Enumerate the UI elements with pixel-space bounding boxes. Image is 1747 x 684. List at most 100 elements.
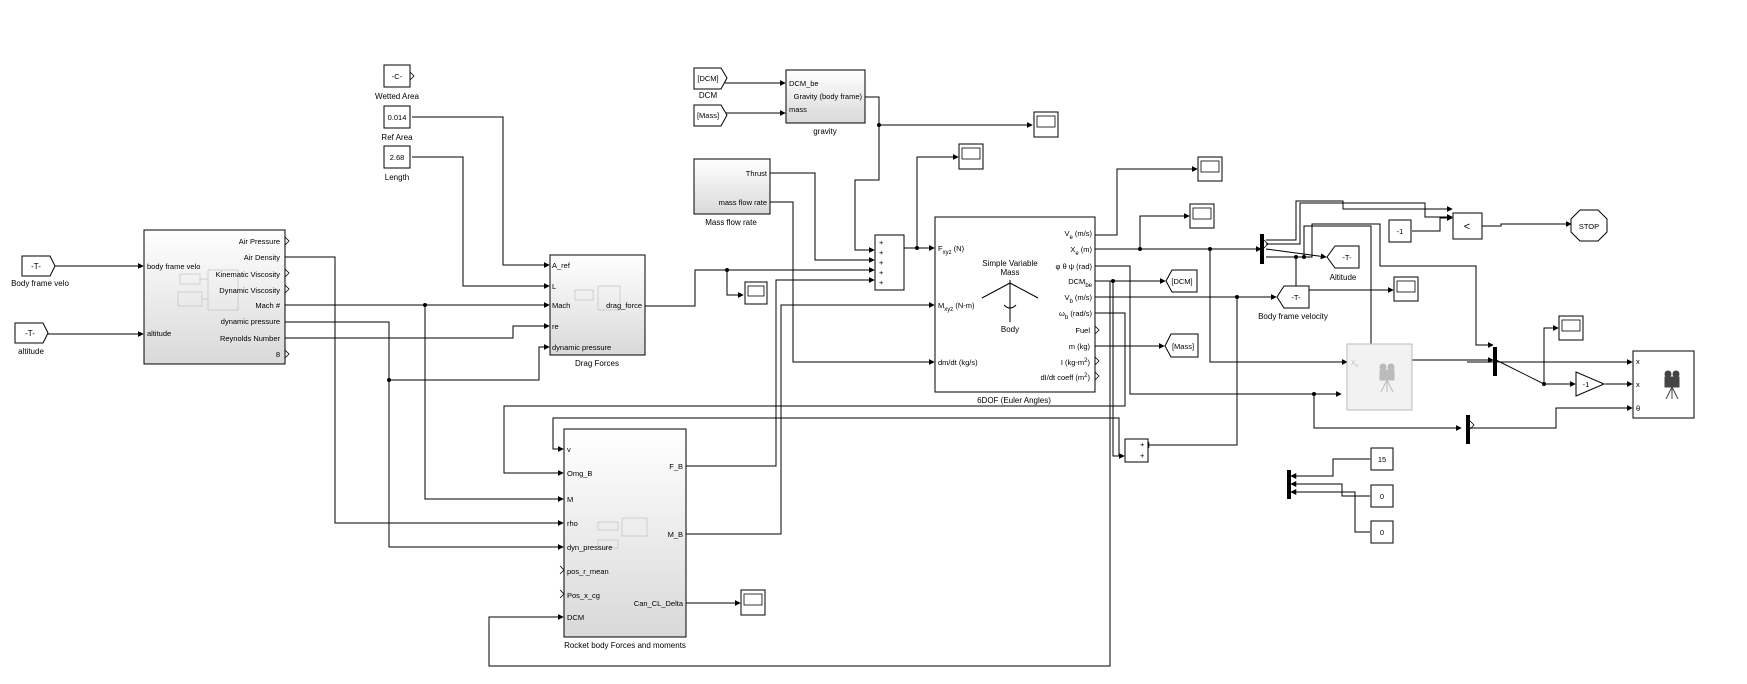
sum2-sign-0: + <box>1140 440 1145 449</box>
drag-forces-subsystem[interactable]: A_ref L Mach re dynamic pressure drag_fo… <box>549 254 646 368</box>
mass-flow-rate-subsystem[interactable]: Thrust mass flow rate Mass flow rate <box>693 158 771 227</box>
sixdof-center-1: Simple Variable <box>982 259 1038 268</box>
sixdof-center-2: Mass <box>1000 268 1019 277</box>
dcm-from-caption: DCM <box>699 91 718 100</box>
sum2-sign-1: + <box>1140 451 1145 460</box>
sixdof-out-1: Xe (m) <box>1070 245 1092 257</box>
goto-body-frame-velocity[interactable]: -T- Body frame velocity <box>1258 285 1328 321</box>
rocket-in-5: pos_r_mean <box>567 567 609 576</box>
atmosphere-subsystem[interactable]: body frame velo altitude Air Pressure Ai… <box>143 229 290 365</box>
scope-xe[interactable] <box>1189 203 1215 229</box>
scope-ve[interactable] <box>1197 156 1223 182</box>
scope-gravity[interactable] <box>1033 111 1059 138</box>
rocket-caption: Rocket body Forces and moments <box>564 641 686 650</box>
sum-sign-3: + <box>879 268 884 277</box>
from-block-mass[interactable]: [Mass] <box>693 104 728 127</box>
atmos-out-2: Kinematic Viscosity <box>216 270 281 279</box>
scope-rocket[interactable] <box>740 589 766 616</box>
goto-altitude-text: -T- <box>1342 253 1352 262</box>
atmos-out-6: Reynolds Number <box>220 334 281 343</box>
goto-mass[interactable]: [Mass] <box>1164 333 1199 358</box>
subsystem-preview-icon <box>177 269 239 311</box>
wetted-area-caption: Wetted Area <box>375 92 419 101</box>
gain-block[interactable]: -1 <box>1575 371 1606 397</box>
atmos-out-3: Dynamic Viscosity <box>219 286 280 295</box>
drag-out: drag_force <box>606 301 642 310</box>
mux-gain[interactable] <box>1493 347 1497 376</box>
drag-in-1: L <box>552 282 556 291</box>
const0b-text: 0 <box>1380 528 1384 537</box>
scope-drag[interactable] <box>744 281 768 305</box>
scope-sum[interactable] <box>958 143 984 170</box>
gravity-subsystem[interactable]: DCM_be Gravity (body frame) mass gravity <box>785 69 866 136</box>
atmos-out-7: 8 <box>276 350 280 359</box>
mux-theta[interactable] <box>1466 415 1475 444</box>
sum-block[interactable]: + + + + + <box>874 234 905 291</box>
scope-altitude[interactable] <box>1393 276 1419 302</box>
const0a-text: 0 <box>1380 492 1384 501</box>
rocket-in-1: Omg_B <box>567 469 592 478</box>
sum-sign-4: + <box>879 278 884 287</box>
const15-text: 15 <box>1378 455 1386 464</box>
ref-area-constant[interactable]: 0.014 Ref Area <box>381 105 413 142</box>
const-m1-text: -1 <box>1397 227 1404 236</box>
goto-dcm[interactable]: [DCM] <box>1165 269 1198 293</box>
animation-block[interactable]: x x θ <box>1632 350 1695 419</box>
sixdof-out-4: Vb (m/s) <box>1064 293 1092 305</box>
from-body-vel-caption: Body frame velo <box>11 279 69 288</box>
anim-lbl-3: θ <box>1636 404 1640 413</box>
rocket-out-0: F_B <box>669 462 683 471</box>
vis-port-x: Xe <box>1351 360 1359 369</box>
gain-text: -1 <box>1583 380 1590 389</box>
wetted-area-constant[interactable]: -C- Wetted Area <box>375 64 419 101</box>
rocket-in-3: rho <box>567 519 578 528</box>
rocket-in-4: dyn_pressure <box>567 543 612 552</box>
body-axes-icon <box>981 280 1039 322</box>
mass-flow-out-1: Thrust <box>746 169 768 178</box>
subsystem-preview-icon <box>597 517 648 549</box>
anim-lbl-2: x <box>1636 380 1640 389</box>
goto-altitude[interactable]: -T- Altitude <box>1326 245 1360 282</box>
stop-block[interactable]: STOP <box>1570 209 1608 242</box>
constant-15[interactable]: 15 <box>1370 447 1394 471</box>
drag-caption: Drag Forces <box>575 359 619 368</box>
demux-xe[interactable] <box>1260 234 1269 264</box>
anim-lbl-1: x <box>1636 357 1640 366</box>
flight-visualization-block[interactable]: Xe <box>1346 343 1413 411</box>
sixdof-caption: 6DOF (Euler Angles) <box>977 396 1051 405</box>
rocket-in-7: DCM <box>567 613 584 622</box>
sixdof-out-2: φ θ ψ (rad) <box>1056 262 1093 271</box>
rocket-out-2: Can_CL_Delta <box>634 599 684 608</box>
rocket-body-forces-subsystem[interactable]: v Omg_B M rho dyn_pressure pos_r_mean Po… <box>559 428 687 650</box>
mux-constants[interactable] <box>1287 470 1291 499</box>
sixdof-euler-block[interactable]: Fxyz (N) Mxyz (N-m) dm/dt (kg/s) Ve (m/s… <box>934 216 1100 405</box>
camera-icon <box>1379 363 1395 393</box>
goto-dcm-text: [DCM] <box>1171 277 1192 286</box>
sixdof-out-7: m (kg) <box>1069 342 1091 351</box>
wetted-area-text: -C- <box>392 72 403 81</box>
camera-icon <box>1664 370 1680 400</box>
sixdof-in-1: Fxyz (N) <box>938 244 965 256</box>
sixdof-out-3: DCMbe <box>1068 277 1092 289</box>
drag-in-3: re <box>552 322 559 331</box>
rocket-in-0: v <box>567 445 571 454</box>
drag-in-2: Mach <box>552 301 570 310</box>
constant-0-a[interactable]: 0 <box>1370 484 1394 508</box>
sixdof-out-8: I (kg-m2) <box>1061 358 1091 367</box>
from-block-body-vel[interactable]: -T- Body frame velo <box>11 255 69 288</box>
atmos-out-1: Air Density <box>244 253 281 262</box>
sum-block-2[interactable]: + + <box>1124 438 1149 463</box>
goto-body-vel-caption: Body frame velocity <box>1258 312 1328 321</box>
stop-text: STOP <box>1579 222 1599 231</box>
scope-mux[interactable] <box>1558 315 1584 341</box>
from-block-altitude[interactable]: -T- altitude <box>14 322 49 356</box>
length-constant[interactable]: 2.68 Length <box>383 145 411 182</box>
from-block-dcm[interactable]: [DCM] DCM <box>693 67 728 100</box>
sum-sign-2: + <box>879 258 884 267</box>
compare-block[interactable]: < <box>1452 212 1483 240</box>
constant-minus-one[interactable]: -1 <box>1388 219 1412 243</box>
sixdof-in-2: Mxyz (N-m) <box>938 301 975 313</box>
constant-0-b[interactable]: 0 <box>1370 520 1394 544</box>
dcm-from-text: [DCM] <box>697 74 718 83</box>
